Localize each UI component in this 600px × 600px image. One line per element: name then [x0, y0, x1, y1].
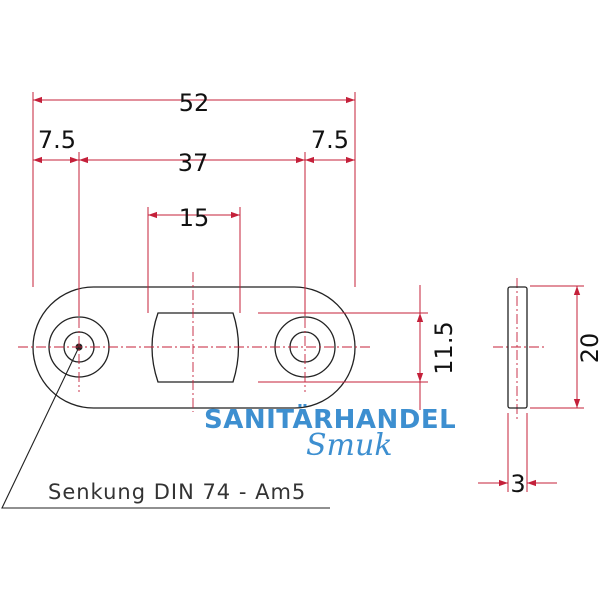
leader-line — [1, 346, 330, 509]
dim-left-offset: 7.5 — [38, 126, 76, 154]
front-view — [32, 286, 356, 409]
plate-outline — [32, 286, 356, 409]
side-profile — [507, 286, 528, 409]
dim-slot-width: 15 — [179, 204, 210, 232]
dim-hole-spacing: 37 — [178, 149, 209, 177]
dimension-labels: 52 7.5 37 7.5 15 11.5 20 3 — [38, 89, 600, 498]
watermark-subtitle: Smuk — [306, 428, 393, 463]
countersink-note: Senkung DIN 74 - Am5 — [48, 480, 306, 504]
dim-side-height: 20 — [576, 333, 600, 364]
side-view — [507, 286, 528, 409]
dim-total-length: 52 — [179, 89, 210, 117]
dim-slot-height: 11.5 — [430, 321, 458, 374]
dimension-lines — [33, 96, 581, 487]
center-lines — [18, 272, 545, 420]
latch-slot — [151, 312, 240, 383]
watermark: SANITÄRHANDEL Smuk — [204, 403, 456, 463]
dim-right-offset: 7.5 — [311, 126, 349, 154]
dim-thickness: 3 — [510, 470, 525, 498]
countersink-callout: Senkung DIN 74 - Am5 — [1, 346, 330, 509]
